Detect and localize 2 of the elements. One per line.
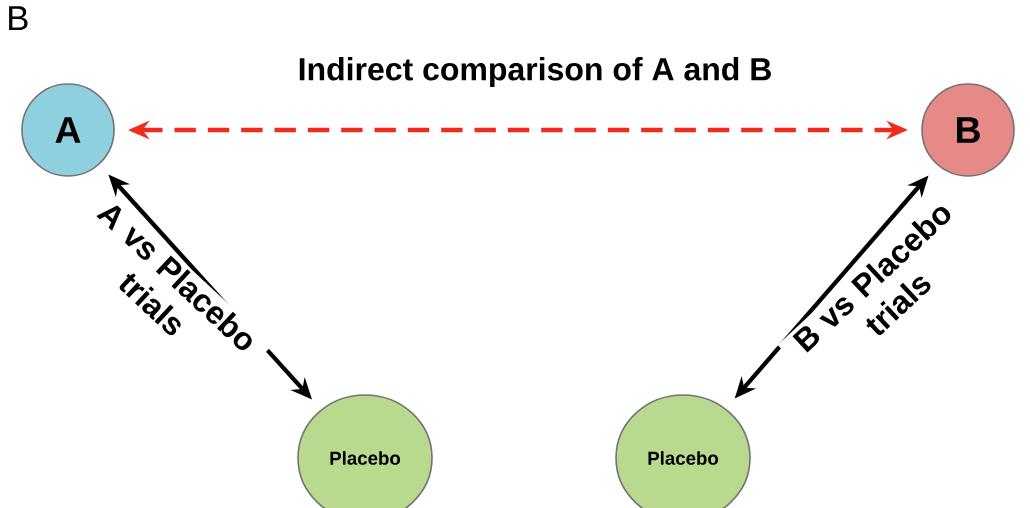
edge-label: Indirect comparison of A and B <box>295 54 776 90</box>
panel-letter: B <box>9 6 28 31</box>
